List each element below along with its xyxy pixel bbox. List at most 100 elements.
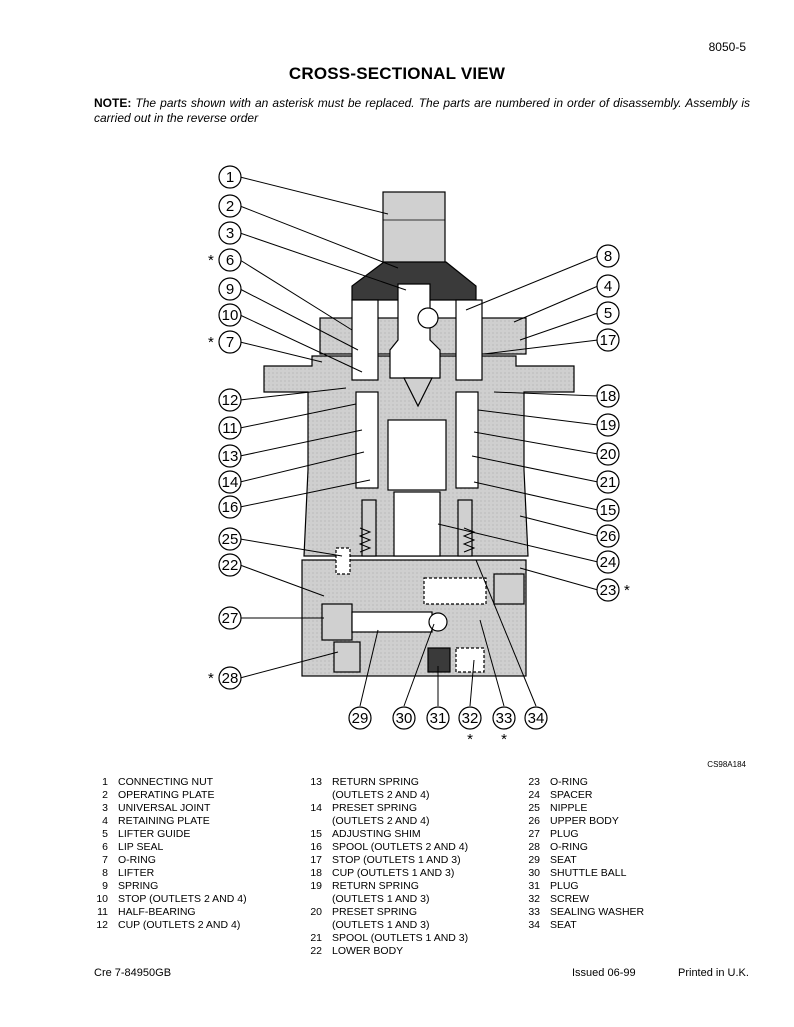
callout-number: 15 (600, 502, 617, 519)
callout-number: 34 (528, 710, 545, 727)
callout-13: 13 (218, 444, 242, 468)
part-number: 6 (102, 841, 108, 853)
callout-25: 25 (218, 527, 242, 551)
part-number: 31 (528, 880, 540, 892)
part-number: 26 (528, 815, 540, 827)
callout-29: 29 (348, 706, 372, 730)
callout-33: 33 * (492, 706, 516, 748)
asterisk-mark: * (208, 670, 214, 687)
part-description: O-RING (550, 776, 588, 788)
callout-number: 22 (222, 557, 239, 574)
part-row-continuation: (OUTLETS 2 AND 4) (300, 815, 468, 828)
part-row: 23 O-RING (518, 776, 644, 789)
callout-11: 11 (218, 416, 242, 440)
callout-8: 8 (596, 244, 620, 268)
callout-number: 31 (430, 710, 447, 727)
part-description: LIFTER GUIDE (118, 828, 191, 840)
callout-1: 1 (218, 165, 242, 189)
part-number: 23 (528, 776, 540, 788)
callout-number: 25 (222, 531, 239, 548)
part-number (300, 815, 322, 828)
part-description: (OUTLETS 1 AND 3) (332, 919, 430, 931)
callout-30: 30 (392, 706, 416, 730)
callout-number: 12 (222, 392, 239, 409)
part-description: SHUTTLE BALL (550, 867, 627, 879)
callout-number: 1 (226, 169, 234, 186)
callout-number: 27 (222, 610, 239, 627)
callout-5: 5 (596, 301, 620, 325)
part-description: CUP (OUTLETS 2 AND 4) (118, 919, 241, 931)
asterisk-mark: * (208, 252, 214, 269)
part-description: (OUTLETS 2 AND 4) (332, 789, 430, 801)
part-description: LOWER BODY (332, 945, 404, 957)
callout-number: 3 (226, 225, 234, 242)
part-description: PRESET SPRING (332, 802, 417, 814)
part-number: 2 (102, 789, 108, 801)
connecting-nut-shape (382, 191, 446, 267)
part-number: 15 (310, 828, 322, 840)
part-number: 33 (528, 906, 540, 918)
callout-number: 2 (226, 198, 234, 215)
part-description: (OUTLETS 1 AND 3) (332, 893, 430, 905)
callout-number: 14 (222, 474, 239, 491)
part-description: PRESET SPRING (332, 906, 417, 918)
callout-4: 4 (596, 274, 620, 298)
part-description: SPOOL (OUTLETS 2 AND 4) (332, 841, 469, 853)
callout-number: 9 (226, 281, 234, 298)
lifter-left (351, 299, 379, 381)
part-row: 4 RETAINING PLATE (86, 815, 247, 828)
part-number: 7 (102, 854, 108, 866)
callout-number: 4 (604, 278, 612, 295)
part-number: 4 (102, 815, 108, 827)
part-description: SPOOL (OUTLETS 1 AND 3) (332, 932, 469, 944)
callout-number: 5 (604, 305, 612, 322)
part-description: RETAINING PLATE (118, 815, 210, 827)
part-number: 29 (528, 854, 540, 866)
part-description: SEAT (550, 854, 577, 866)
part-number: 27 (528, 828, 540, 840)
callout-number: 20 (600, 446, 617, 463)
part-description: SEAT (550, 919, 577, 931)
callout-number: 33 (496, 710, 513, 727)
part-row: 34 SEAT (518, 919, 644, 932)
callout-number: 30 (396, 710, 413, 727)
callout-number: 19 (600, 417, 617, 434)
callout-34: 34 (524, 706, 548, 730)
lifter-right (455, 299, 483, 381)
part-number: 28 (528, 841, 540, 853)
callout-31: 31 (426, 706, 450, 730)
spacer-bore (393, 491, 441, 557)
part-number: 34 (528, 919, 540, 931)
asterisk-mark: * (501, 731, 507, 748)
asterisk-mark: * (208, 334, 214, 351)
callout-18: 18 (596, 384, 620, 408)
part-description: STOP (OUTLETS 2 AND 4) (118, 893, 247, 905)
figure-code: CS98A184 (707, 760, 746, 769)
callout-number: 21 (600, 474, 617, 491)
part-number: 13 (310, 776, 322, 788)
callout-26: 26 (596, 524, 620, 548)
callout-32: 32* (458, 706, 482, 748)
callout-19: 19 (596, 413, 620, 437)
callout-number: 10 (222, 307, 239, 324)
part-number (300, 789, 322, 802)
part-row-continuation: (OUTLETS 1 AND 3) (300, 893, 468, 906)
callout-2: 2 (218, 194, 242, 218)
part-description: UNIVERSAL JOINT (118, 802, 211, 814)
callout-number: 6 (226, 252, 234, 269)
part-number: 12 (96, 919, 108, 931)
callout-number: 18 (600, 388, 617, 405)
part-number: 30 (528, 867, 540, 879)
part-number: 5 (102, 828, 108, 840)
part-row: 30 SHUTTLE BALL (518, 867, 644, 880)
